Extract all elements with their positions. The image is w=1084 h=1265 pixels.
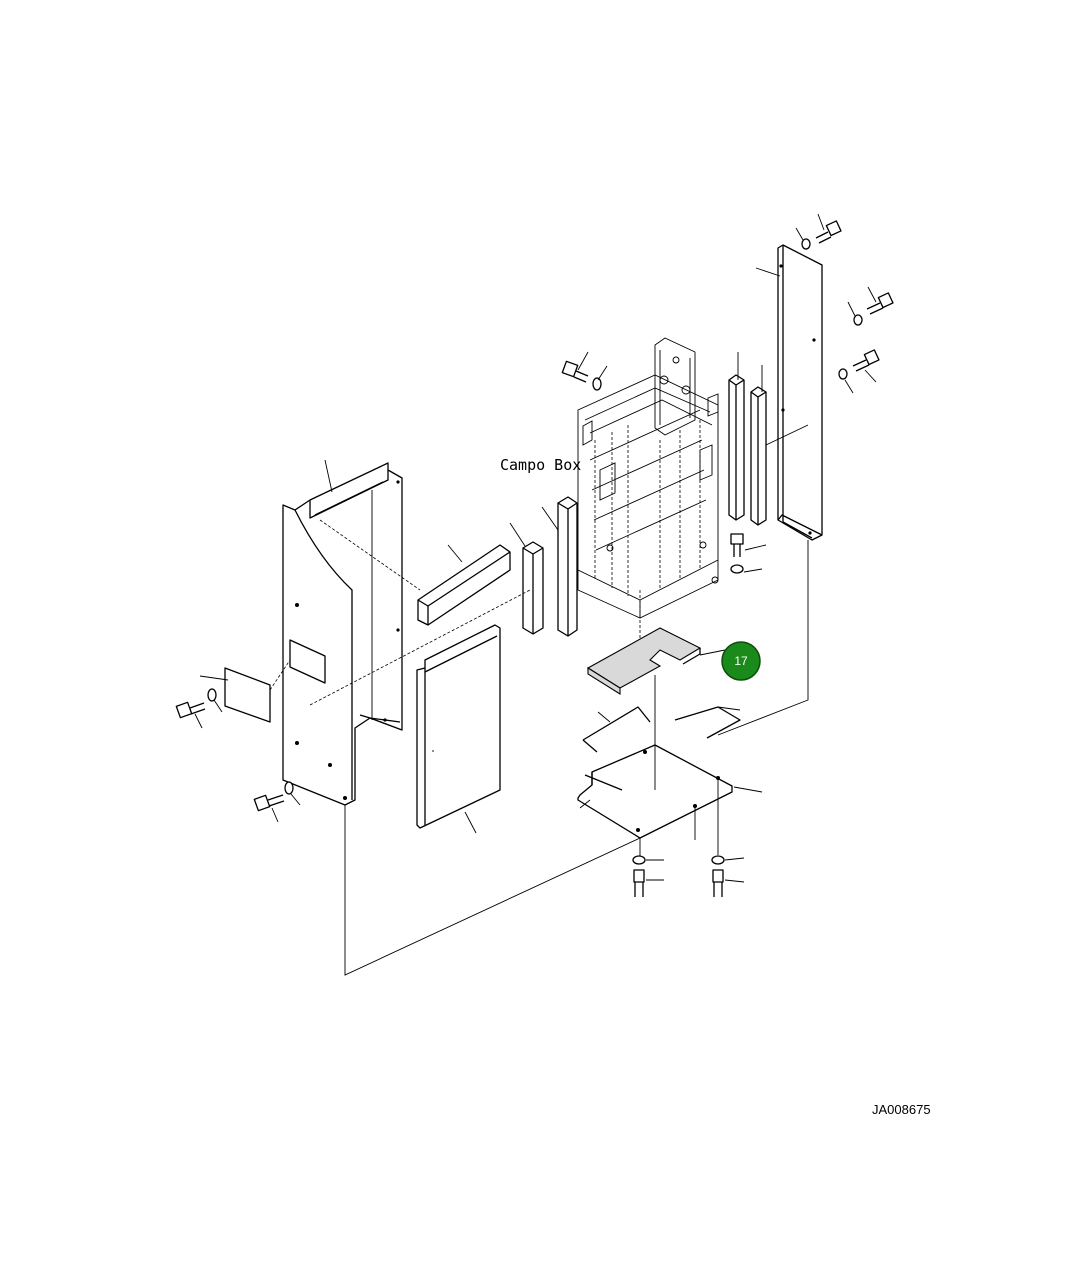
base-plate [577,744,763,839]
tall-strip-left [728,352,745,521]
assembly-lines [309,519,809,976]
campo-box-frame [577,337,719,619]
assembly-label: Campo Box [500,456,581,474]
left-bolt-lower [253,781,301,823]
left-side-panel [282,459,403,806]
small-cover-plate [199,659,291,723]
long-foam-bar [541,496,578,637]
callout-17-number: 17 [734,654,748,668]
right-bolt-mid [847,286,894,326]
frame-top-bolt [561,351,608,391]
drawing-code: JA008675 [872,1102,931,1117]
angled-bracket [417,544,511,626]
callout-17-badge [721,641,761,681]
large-cover-panel [416,624,501,834]
left-bolt-upper [175,688,223,729]
short-foam-bar [509,522,544,635]
bottom-left-fastener [632,855,664,897]
callout-17: 17 [721,641,761,681]
right-bolt-low [838,349,880,394]
wire-bracket-left [582,706,651,753]
wire-bracket-right [674,706,741,739]
right-channel-panel [755,244,823,541]
notched-base-pad [586,627,726,695]
tall-strip-right [750,365,767,526]
bottom-right-fastener [711,855,745,897]
right-bolt-top [795,213,842,250]
frame-side-bolt [730,533,767,574]
